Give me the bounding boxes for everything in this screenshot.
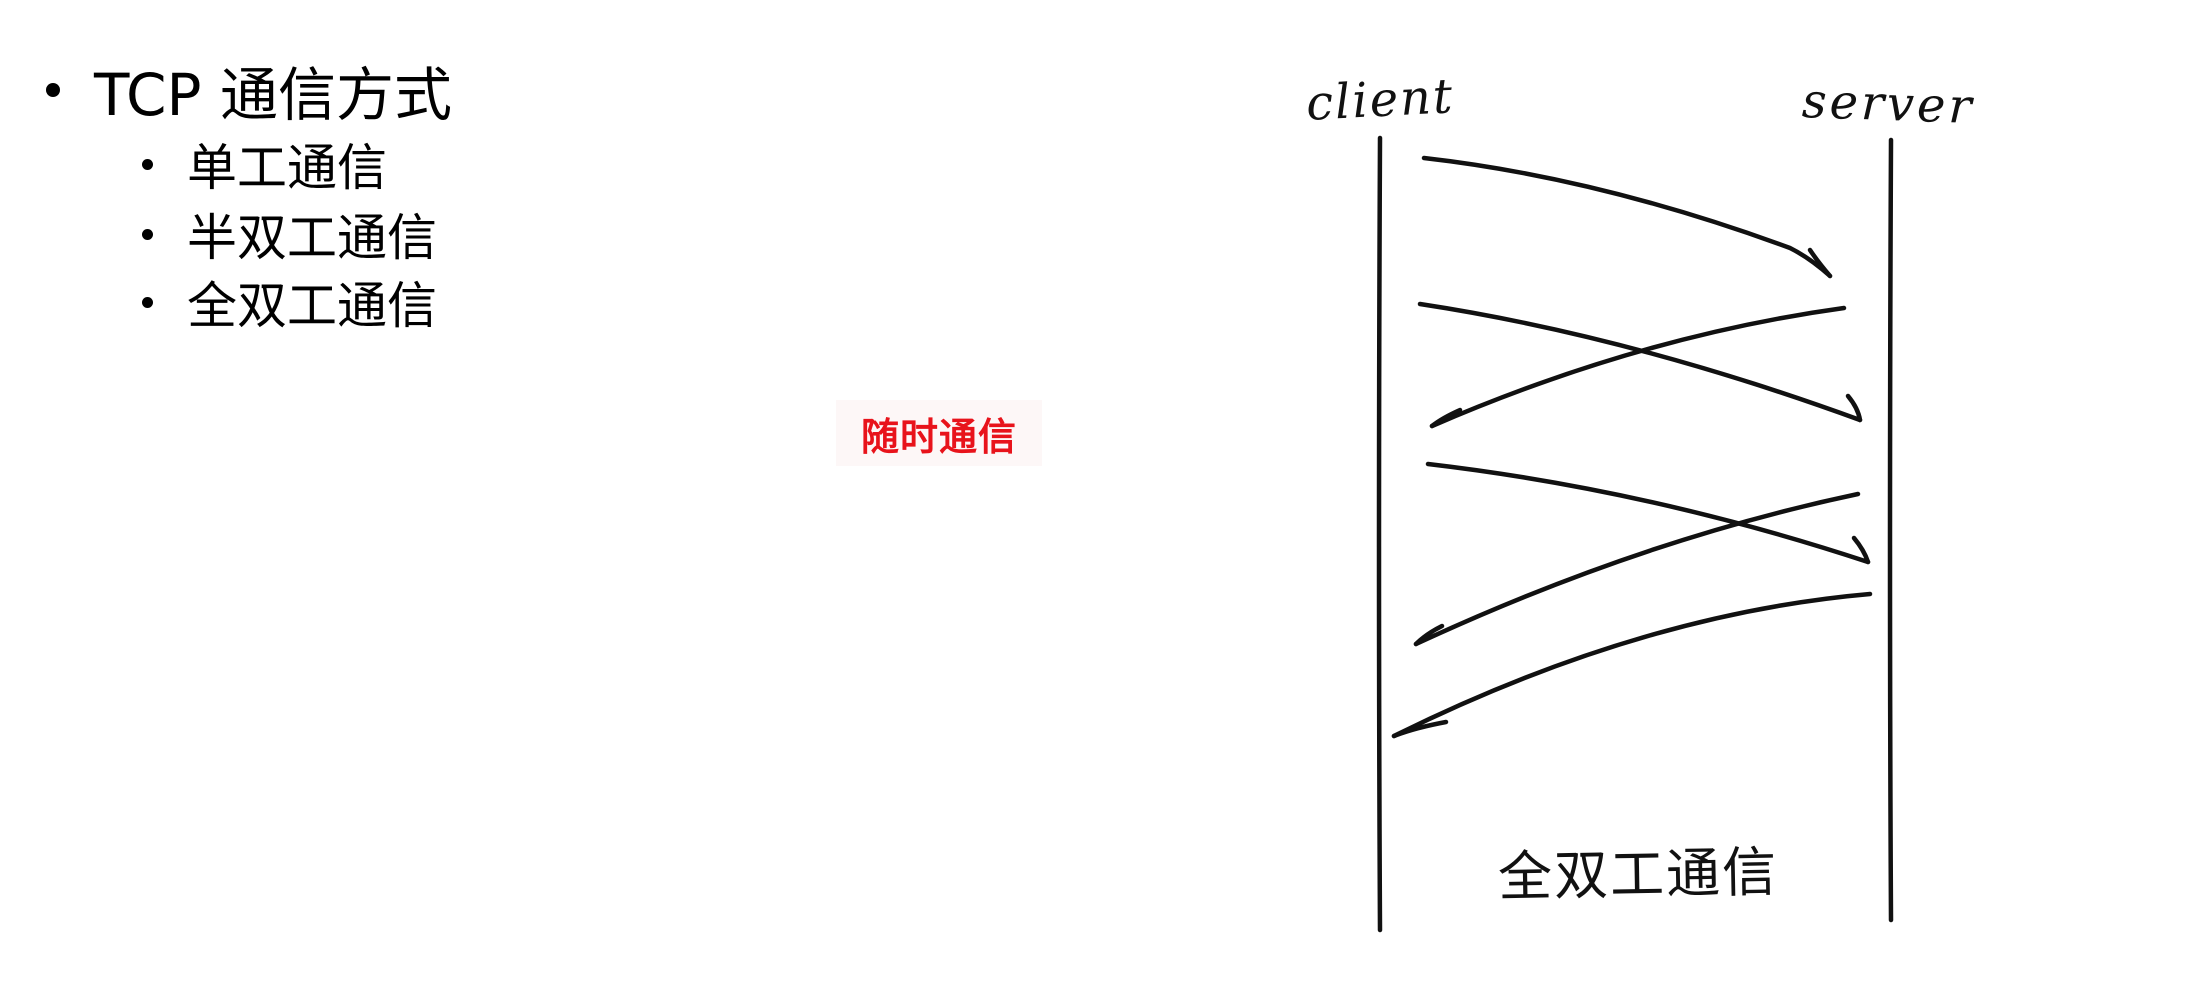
bullet-item-half-duplex: 半双工通信 bbox=[142, 198, 437, 270]
arrowhead-5 bbox=[1413, 623, 1445, 647]
bullet-dot bbox=[46, 83, 60, 97]
note-box: 随时通信 bbox=[836, 400, 1042, 466]
server-label: server bbox=[1801, 73, 1976, 135]
message-arrow-5 bbox=[1413, 491, 1861, 647]
diagram-canvas bbox=[1376, 135, 1894, 933]
message-arrow-3 bbox=[1429, 305, 1847, 429]
bullet-title: TCP 通信方式 bbox=[46, 48, 452, 132]
bullet-dot bbox=[142, 296, 153, 308]
message-arrow-4 bbox=[1425, 461, 1871, 565]
bullet-item-simplex: 单工通信 bbox=[142, 128, 387, 200]
bullet-dot bbox=[142, 228, 153, 240]
server-lifeline bbox=[1887, 137, 1894, 923]
bullet-item-text: 半双工通信 bbox=[187, 209, 437, 267]
client-label: client bbox=[1304, 68, 1456, 132]
message-arrow-1 bbox=[1421, 155, 1833, 279]
message-arrow-6 bbox=[1391, 591, 1873, 739]
arrowhead-6 bbox=[1391, 719, 1449, 739]
arrowhead-4 bbox=[1851, 535, 1871, 565]
arrowhead-1 bbox=[1807, 247, 1833, 279]
client-lifeline bbox=[1376, 135, 1383, 933]
diagram-caption: 全双工通信 bbox=[1497, 840, 1779, 909]
bullet-item-full-duplex: 全双工通信 bbox=[142, 266, 437, 338]
bullet-list: TCP 通信方式 单工通信 半双工通信 全双工通信 bbox=[0, 0, 700, 400]
bullet-title-text: TCP 通信方式 bbox=[94, 61, 452, 129]
bullet-dot bbox=[142, 158, 153, 170]
full-duplex-diagram: client server 全双工通信 bbox=[1270, 0, 2030, 990]
arrowhead-3 bbox=[1429, 407, 1463, 429]
bullet-item-text: 全双工通信 bbox=[187, 277, 437, 335]
message-arrow-2 bbox=[1417, 301, 1863, 423]
bullet-item-text: 单工通信 bbox=[187, 139, 387, 197]
arrowhead-2 bbox=[1845, 393, 1863, 423]
note-text: 随时通信 bbox=[860, 414, 1017, 459]
